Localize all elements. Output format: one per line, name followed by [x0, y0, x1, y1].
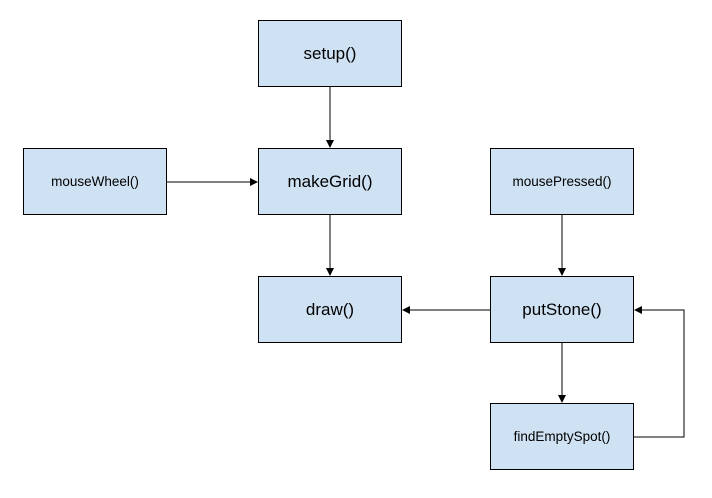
node-mousepressed-label: mousePressed() [512, 174, 612, 189]
node-makegrid-label: makeGrid() [287, 171, 373, 191]
node-draw: draw() [258, 276, 402, 343]
node-findemptyspot-label: findEmptySpot() [513, 429, 611, 444]
node-findemptyspot: findEmptySpot() [490, 403, 634, 470]
node-makegrid: makeGrid() [258, 148, 402, 215]
node-draw-label: draw() [305, 299, 355, 319]
node-putstone: putStone() [490, 276, 634, 343]
node-setup: setup() [258, 20, 402, 87]
edge-findemptyspot-to-putstone [634, 306, 685, 438]
node-mousewheel: mouseWheel() [23, 148, 167, 215]
node-mousepressed: mousePressed() [490, 148, 634, 215]
node-putstone-label: putStone() [522, 299, 602, 319]
node-setup-label: setup() [303, 43, 357, 63]
node-mousewheel-label: mouseWheel() [51, 174, 139, 189]
